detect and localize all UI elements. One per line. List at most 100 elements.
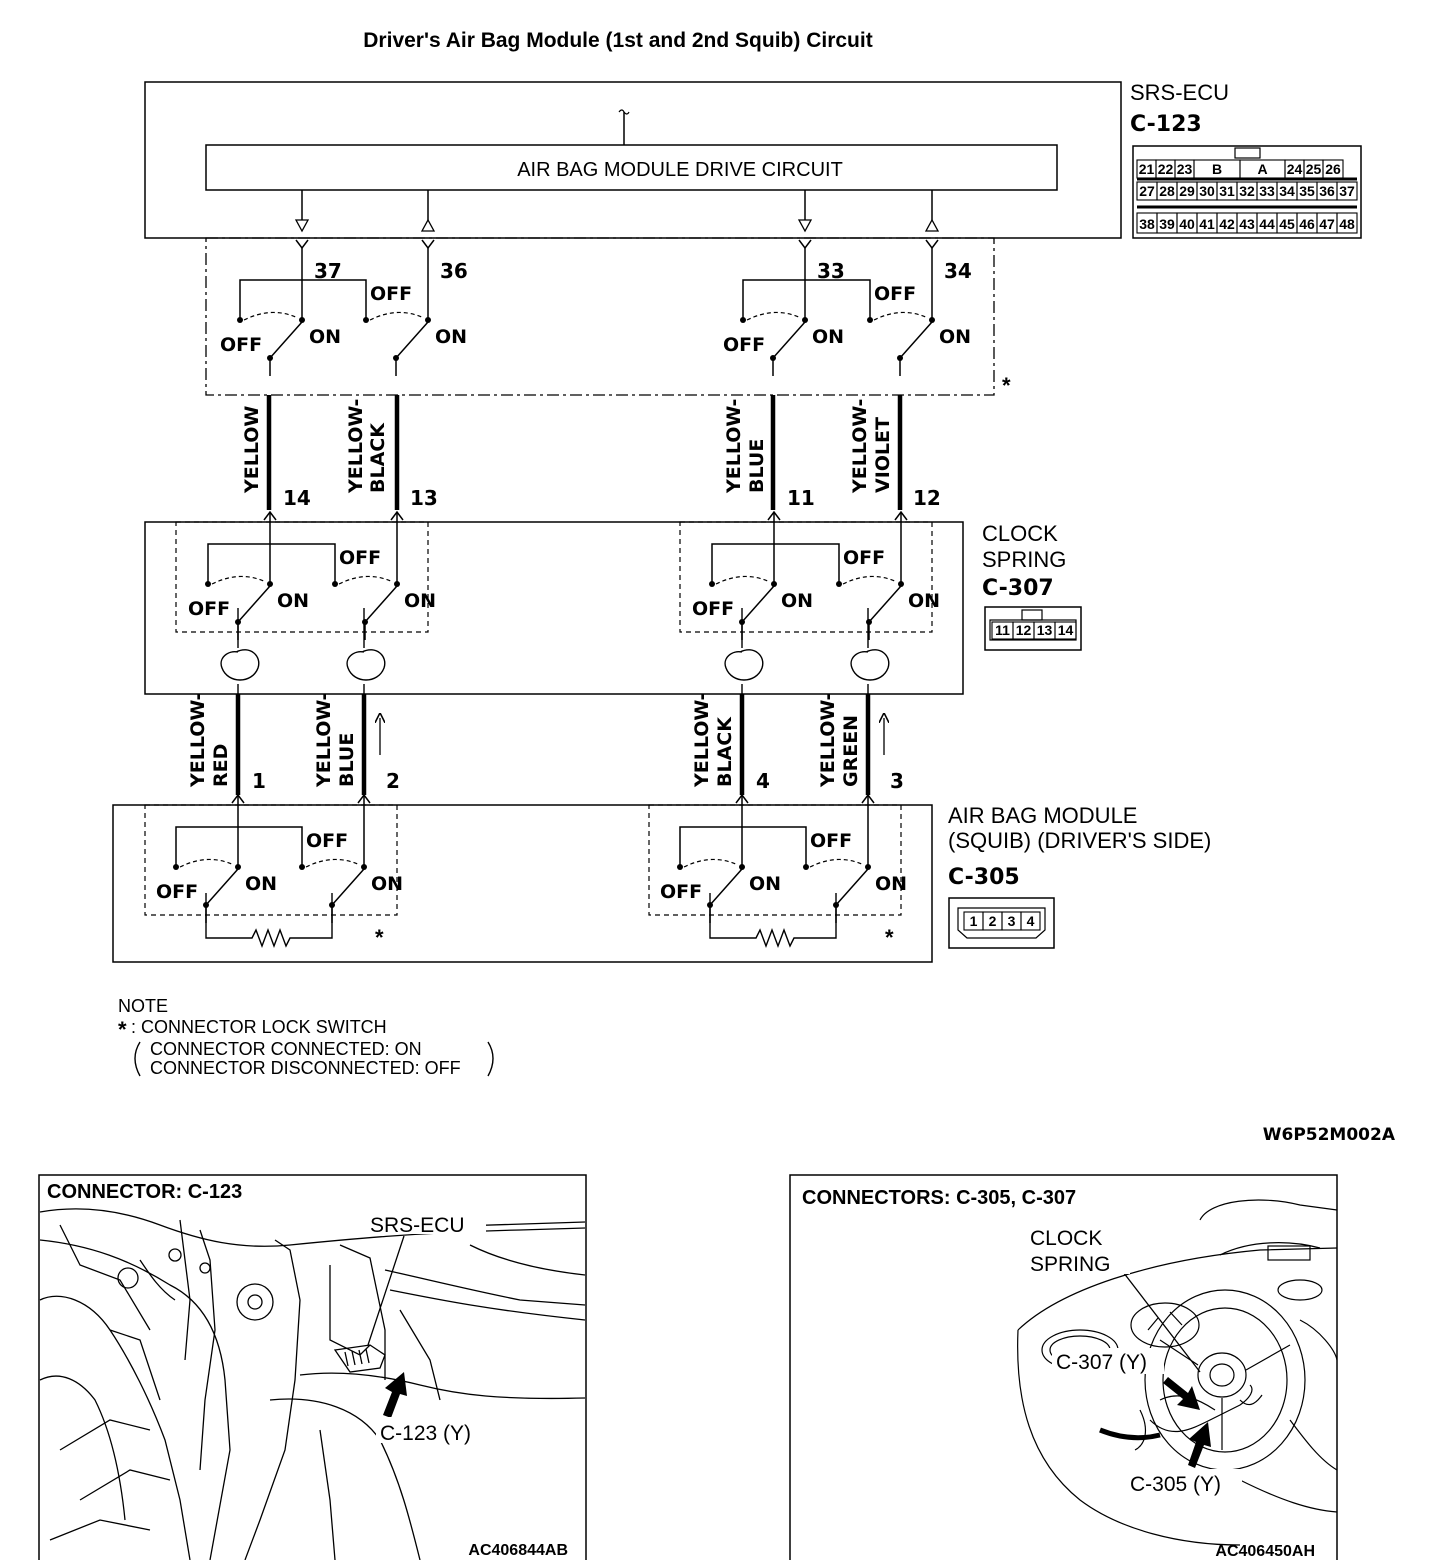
wire-color-11-b: BLUE	[746, 439, 768, 493]
diagram-code: W6P52M002A	[1263, 1125, 1396, 1145]
switch-off-label: OFF	[370, 283, 412, 305]
connector-pin-label: 28	[1159, 183, 1175, 199]
lower-wires	[235, 694, 884, 795]
panel-right-code: AC406450AH	[1215, 1543, 1315, 1560]
wire-pin-13: 13	[410, 486, 438, 510]
switch-on-label: ON	[749, 873, 781, 895]
connector-pin-label: 33	[1259, 183, 1275, 199]
connector-pin-label: 39	[1159, 216, 1175, 232]
wire-color-13-b: BLACK	[367, 422, 389, 493]
switch-off-label: OFF	[156, 881, 198, 903]
wire-color-4-a: YELLOW-	[691, 693, 713, 788]
ecu-pin-36: 36	[440, 259, 468, 283]
connector-pin-label: 14	[1058, 622, 1074, 638]
connector-pin-label: 42	[1219, 216, 1235, 232]
connector-pin-label: 46	[1299, 216, 1315, 232]
connector-pin-label: 3	[1008, 913, 1016, 929]
airbag-asterisk-left: *	[375, 925, 384, 950]
airbag-module-name-2: (SQUIB) (DRIVER'S SIDE)	[948, 828, 1211, 853]
wire-color-13-a: YELLOW-	[345, 399, 367, 494]
wire-color-3-b: GREEN	[840, 715, 862, 787]
wire-pin-2: 2	[386, 769, 400, 793]
wire-color-12-a: YELLOW-	[849, 399, 871, 494]
note-heading: NOTE	[118, 996, 168, 1016]
switch-on-label: ON	[371, 873, 403, 895]
wire-color-1-a: YELLOW-	[187, 693, 209, 788]
connector-pin-label: 31	[1219, 183, 1235, 199]
wire-pin-1: 1	[252, 769, 266, 793]
connector-pin-label: 36	[1319, 183, 1335, 199]
airbag-module-connector: C-305	[948, 865, 1020, 890]
wire-color-14: YELLOW	[241, 406, 263, 494]
wire-color-11-a: YELLOW-	[723, 399, 745, 494]
note-line-2: CONNECTOR CONNECTED: ON	[150, 1039, 422, 1059]
panel-right-title: CONNECTORS: C-305, C-307	[802, 1187, 1076, 1209]
connector-pin-label: 13	[1037, 622, 1053, 638]
switch-off-label: OFF	[723, 334, 765, 356]
connector-pin-label: 35	[1299, 183, 1315, 199]
lower-wire-labels: YELLOW- RED YELLOW- BLUE YELLOW- BLACK Y…	[187, 693, 904, 793]
upper-wires	[266, 395, 903, 510]
upper-wire-labels: YELLOW YELLOW- BLACK YELLOW- BLUE YELLOW…	[241, 399, 941, 510]
connector-pin-label: 22	[1158, 161, 1174, 177]
switch-on-label: ON	[875, 873, 907, 895]
clock-spring-lock-switch-right	[679, 521, 933, 633]
panel-right-cs-label-1: CLOCK	[1030, 1227, 1102, 1250]
note-asterisk: *	[118, 1017, 127, 1042]
wire-color-2-b: BLUE	[336, 733, 358, 787]
connector-pin-label: 25	[1306, 161, 1322, 177]
connector-pin-label: 32	[1239, 183, 1255, 199]
connector-pin-label: 41	[1199, 216, 1215, 232]
note-line-1: : CONNECTOR LOCK SWITCH	[131, 1017, 387, 1037]
srs-ecu-block: AIR BAG MODULE DRIVE CIRCUIT	[144, 81, 1122, 239]
connector-pin-label: 26	[1325, 161, 1341, 177]
air-bag-module-block	[112, 804, 933, 963]
panel-right-c305-label: C-305 (Y)	[1130, 1473, 1221, 1496]
switch-off-label: OFF	[188, 598, 230, 620]
switch-off-label: OFF	[220, 334, 262, 356]
switch-on-label: ON	[435, 326, 467, 348]
connector-pin-label: 37	[1339, 183, 1355, 199]
panel-right-cs-label-2: SPRING	[1030, 1253, 1111, 1276]
ecu-pin-33: 33	[817, 259, 845, 283]
switch-off-label: OFF	[660, 881, 702, 903]
panel-left-conn-label: C-123 (Y)	[380, 1422, 471, 1445]
connector-pin-label: 30	[1199, 183, 1215, 199]
switch-on-label: ON	[245, 873, 277, 895]
connector-pin-label: 11	[995, 622, 1010, 638]
srs-ecu-connector: C-123	[1130, 112, 1202, 137]
connector-pin-label: 47	[1319, 216, 1335, 232]
connector-pin-label: 2	[989, 913, 997, 929]
connectors-c305-c307-panel: CONNECTORS: C-305, C-307 CLOCK SPRING C-…	[789, 1174, 1338, 1560]
clock-spring-connector: C-307	[982, 576, 1054, 601]
diagram-title: Driver's Air Bag Module (1st and 2nd Squ…	[363, 29, 872, 52]
airbag-asterisk-right: *	[885, 925, 894, 950]
connector-pin-label: 21	[1139, 161, 1155, 177]
switch-on-label: ON	[812, 326, 844, 348]
switch-on-label: ON	[908, 590, 940, 612]
note-line-3: CONNECTOR DISCONNECTED: OFF	[150, 1058, 461, 1078]
wire-pin-12: 12	[913, 486, 941, 510]
wire-pin-14: 14	[283, 486, 311, 510]
wire-color-3-a: YELLOW-	[817, 693, 839, 788]
clock-spring-name-1: CLOCK	[982, 521, 1058, 546]
airbag-lock-switch-left	[144, 804, 398, 916]
clock-spring-lock-switch-left	[175, 521, 429, 633]
wire-pin-3: 3	[890, 769, 904, 793]
connector-pin-label: 45	[1279, 216, 1295, 232]
panel-left-ecu-label: SRS-ECU	[370, 1214, 465, 1237]
switch-off-label: OFF	[874, 283, 916, 305]
srs-ecu-name: SRS-ECU	[1130, 80, 1229, 105]
drive-circuit-label: AIR BAG MODULE DRIVE CIRCUIT	[517, 159, 843, 181]
connector-pin-label: A	[1257, 161, 1267, 177]
wire-color-2-a: YELLOW-	[313, 693, 335, 788]
switch-off-label: OFF	[339, 547, 381, 569]
connector-pin-label: B	[1212, 161, 1222, 177]
